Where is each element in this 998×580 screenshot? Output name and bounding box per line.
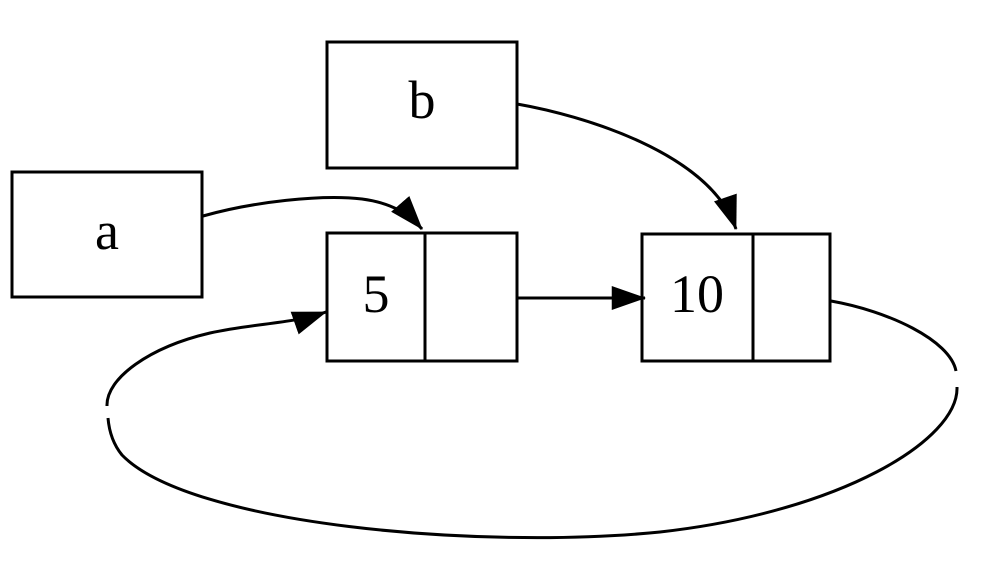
variable-label-b: b — [409, 70, 436, 130]
node-5-box — [325, 231, 519, 363]
loop-segment-bottom — [106, 386, 959, 540]
edge-a-to-node-5 — [202, 196, 424, 230]
node-10: 10 — [640, 232, 832, 363]
variable-box-b — [325, 40, 519, 170]
node-5: 5 — [325, 231, 519, 363]
loop-segment-right — [830, 299, 958, 372]
loop-segment-left — [105, 310, 327, 407]
variable-label-a: a — [95, 201, 119, 261]
node-10-box — [640, 232, 832, 363]
node-5-value-label: 5 — [363, 264, 390, 324]
node-10-value-label: 10 — [670, 264, 724, 324]
variable-box-a — [10, 170, 204, 299]
edge-b-to-node-10 — [516, 102, 738, 230]
edge-node-10-to-node-5-loop — [105, 299, 959, 540]
